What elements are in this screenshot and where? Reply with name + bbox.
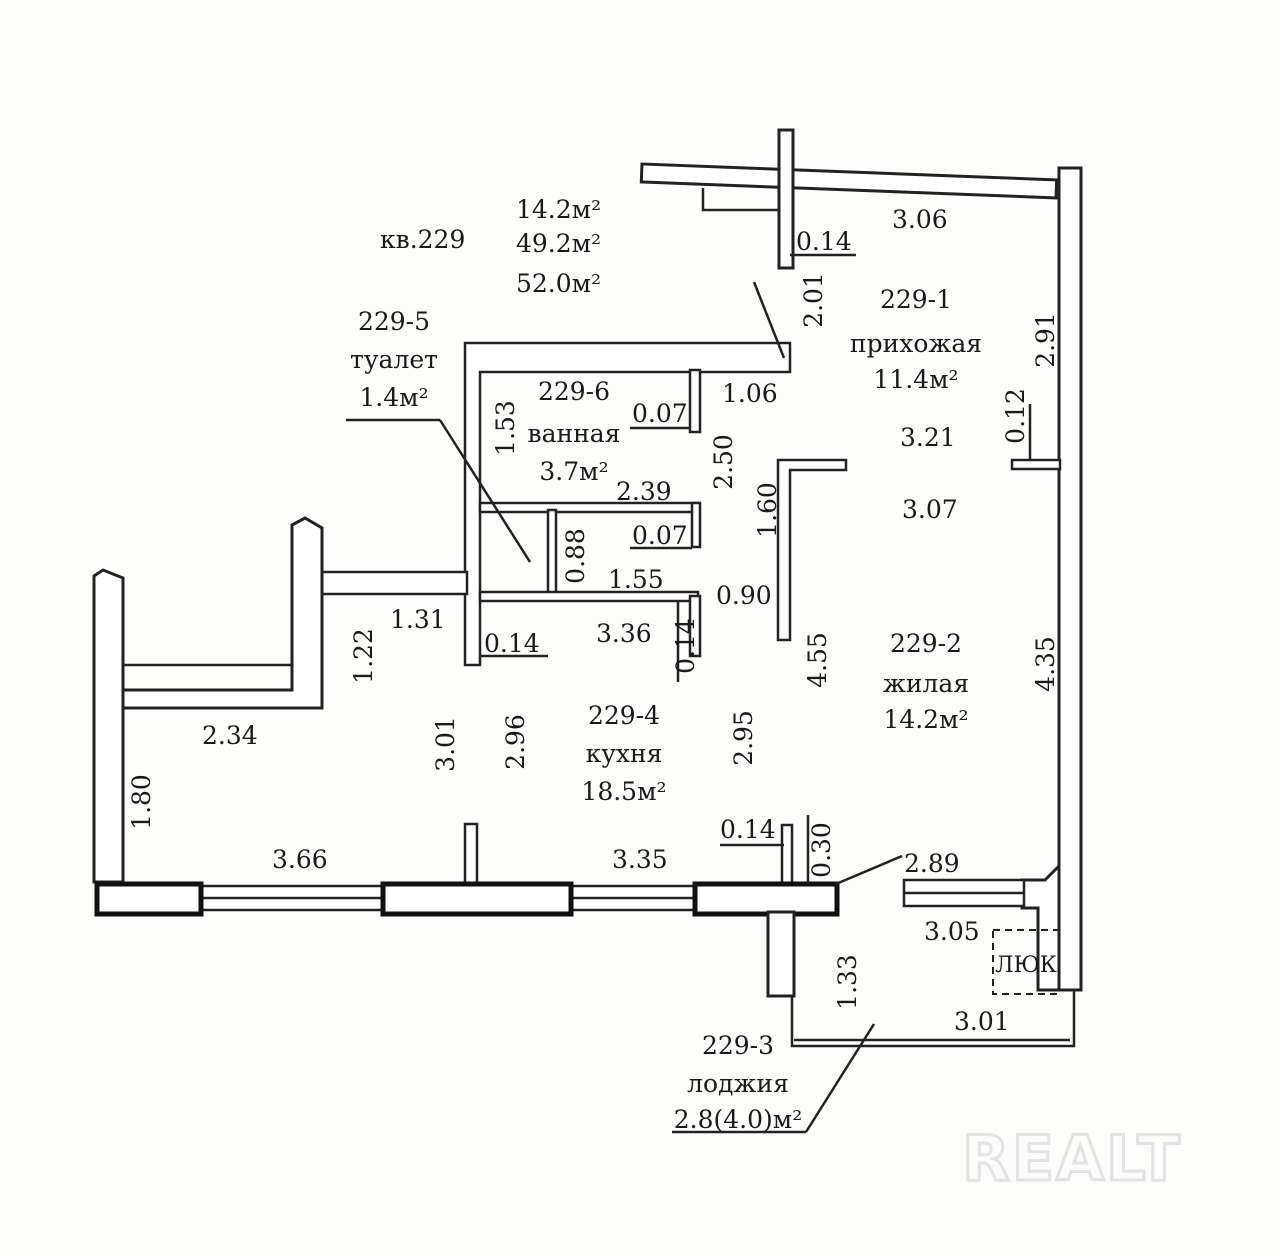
dim-0-88: 0.88 [561, 528, 590, 584]
dim-0-12: 0.12 [1001, 388, 1030, 444]
living-area: 14.2м² [883, 705, 968, 734]
dim-0-30: 0.30 [807, 822, 836, 878]
loggia-left-wall [766, 910, 796, 998]
walls [92, 128, 1083, 992]
toilet-partition [546, 508, 558, 600]
dim-2-50: 2.50 [709, 434, 738, 490]
entrance-stub-wall [777, 128, 795, 270]
leader-toilet-diag [438, 419, 532, 563]
kitchen-bottom-stub [463, 822, 479, 888]
left-connector-wall [320, 570, 469, 596]
dim-3-01-v: 3.01 [431, 716, 460, 772]
pier-3 [692, 881, 840, 917]
watermark: REALT [962, 1122, 1182, 1195]
bath-top-wall [463, 341, 792, 667]
leader-lines [346, 253, 1032, 1134]
hall-area: 11.4м² [873, 365, 958, 394]
useful-area-total: 49.2м² [516, 229, 601, 258]
bath-bottom-jamb [690, 501, 702, 549]
pier-2 [380, 881, 574, 917]
dim-2-34: 2.34 [202, 721, 258, 750]
loggia-name: лоджия [687, 1069, 789, 1098]
dim-3-21: 3.21 [900, 423, 956, 452]
living-area-total: 14.2м² [516, 195, 601, 224]
dim-0-07-a: 0.07 [632, 399, 688, 428]
dim-1-22: 1.22 [349, 628, 378, 684]
bottom-facade [94, 878, 1026, 917]
dim-3-35: 3.35 [612, 845, 668, 874]
dim-1-80: 1.80 [127, 774, 156, 830]
dim-4-35: 4.35 [1031, 636, 1060, 692]
right-exterior-wall [1057, 166, 1083, 992]
kitchen-name: кухня [586, 739, 663, 768]
loggia-area: 2.8(4.0)м² [674, 1105, 803, 1134]
dim-1-60: 1.60 [753, 482, 782, 538]
leader-entrance [752, 281, 786, 359]
dim-3-36: 3.36 [596, 619, 652, 648]
hall-code: 229-1 [880, 285, 952, 314]
kitchen-top-jamb [688, 594, 702, 658]
bath-area: 3.7м² [539, 457, 608, 486]
total-area: 52.0м² [516, 269, 601, 298]
loggia-outline [790, 990, 1076, 1048]
dim-1-55: 1.55 [608, 565, 664, 594]
dim-2-01: 2.01 [799, 272, 828, 328]
kitchen-area: 18.5м² [581, 777, 666, 806]
dim-1-06: 1.06 [722, 379, 778, 408]
hatch [992, 929, 1060, 995]
left-block-wall [106, 516, 324, 710]
kitchen-top-wall [478, 590, 700, 603]
left-exterior-wall [92, 568, 125, 884]
dim-2-39: 2.39 [616, 477, 672, 506]
bath-name: ванная [528, 419, 621, 448]
leader-loggia [804, 1023, 876, 1133]
toilet-code: 229-5 [358, 307, 430, 336]
loggia-corner-wall [1020, 862, 1061, 992]
bath-code: 229-6 [538, 377, 610, 406]
dim-4-55: 4.55 [803, 632, 832, 688]
leader-2-89 [835, 854, 903, 886]
dim-2-95: 2.95 [729, 710, 758, 766]
dim-3-05: 3.05 [924, 917, 980, 946]
loggia [766, 910, 1076, 1048]
dimensions: 3.06 0.14 2.01 2.91 1.06 1.53 0.07 2.50 … [127, 205, 1060, 1036]
kitchen-code: 229-4 [588, 701, 660, 730]
bath-door-jamb [688, 368, 702, 434]
toilet-name: туалет [350, 345, 438, 374]
dim-1-53: 1.53 [491, 400, 520, 456]
entrance-jamb [701, 188, 779, 212]
dim-0-14-bot: 0.14 [720, 815, 776, 844]
dim-0-14-mid: 0.14 [484, 629, 540, 658]
living-code: 229-2 [890, 629, 962, 658]
pier-1 [94, 881, 204, 917]
loggia-code: 229-3 [702, 1031, 774, 1060]
dim-0-14-top: 0.14 [796, 227, 852, 256]
dim-2-89: 2.89 [904, 849, 960, 878]
living-name: жилая [883, 669, 969, 698]
hall-name: прихожая [850, 329, 982, 358]
dim-1-31: 1.31 [390, 605, 446, 634]
apartment-number: кв.229 [380, 225, 465, 254]
partition-0-12 [1010, 458, 1062, 471]
dim-3-06: 3.06 [892, 205, 948, 234]
dim-0-07-b: 0.07 [632, 521, 688, 550]
dim-0-90: 0.90 [716, 581, 772, 610]
dim-3-66: 3.66 [272, 845, 328, 874]
dim-2-96: 2.96 [501, 714, 530, 770]
dim-0-14-vert: 0.14 [671, 618, 700, 674]
hatch-label: ЛЮК [995, 953, 1057, 978]
dim-2-91: 2.91 [1031, 312, 1060, 368]
dim-3-07: 3.07 [902, 495, 958, 524]
left-block-inner [121, 580, 292, 667]
stub-0-30 [780, 823, 794, 889]
labels: кв.229 14.2м² 49.2м² 52.0м² 229-1 прихож… [350, 195, 1057, 1134]
top-wall [639, 162, 1059, 200]
toilet-area: 1.4м² [359, 383, 428, 412]
dim-1-33: 1.33 [833, 954, 862, 1010]
dim-3-01-h: 3.01 [954, 1007, 1010, 1036]
living-partition [776, 458, 848, 642]
